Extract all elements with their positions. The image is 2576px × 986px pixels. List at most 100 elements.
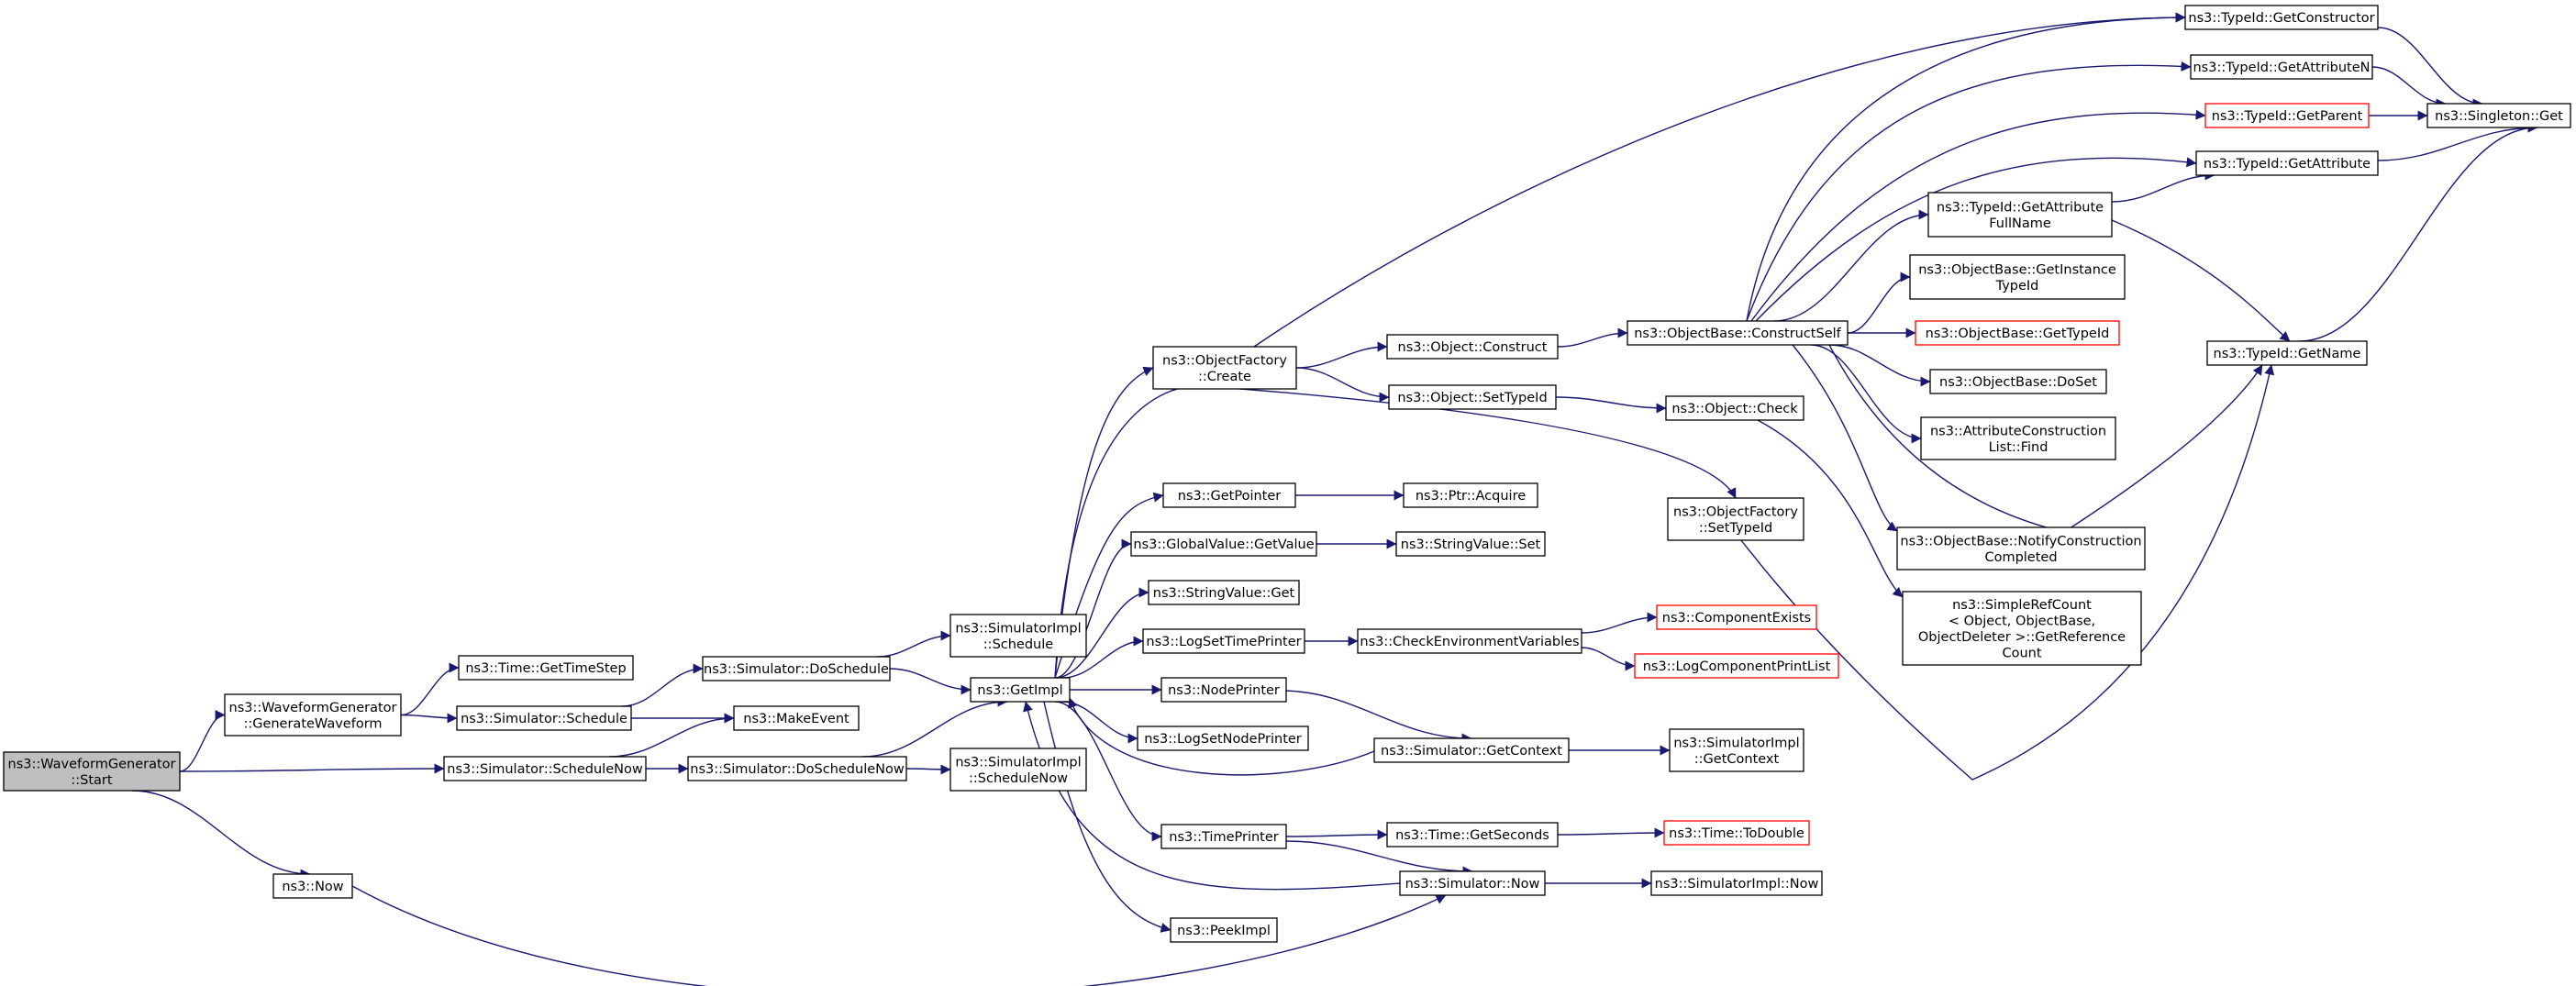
node-box[interactable] <box>1162 482 1296 508</box>
node-singletonGet[interactable]: ns3::Singleton::Get <box>2426 103 2571 128</box>
node-box[interactable] <box>1386 334 1559 360</box>
node-doSchedule[interactable]: ns3::Simulator::DoSchedule <box>702 656 891 681</box>
node-box[interactable] <box>2204 103 2370 128</box>
node-box[interactable] <box>2184 5 2379 30</box>
node-box[interactable] <box>1915 320 2120 346</box>
node-box[interactable] <box>733 705 860 731</box>
node-simGetContext[interactable]: ns3::Simulator::GetContext <box>1373 737 1570 763</box>
node-obDoSet[interactable]: ns3::ObjectBase::DoSet <box>1929 369 2107 394</box>
node-objConstruct[interactable]: ns3::Object::Construct <box>1386 334 1559 360</box>
node-box[interactable] <box>1152 346 1297 390</box>
node-objSetTypeId[interactable]: ns3::Object::SetTypeId <box>1388 384 1557 410</box>
node-tidGetParent[interactable]: ns3::TypeId::GetParent <box>2204 103 2370 128</box>
node-box[interactable] <box>1170 917 1278 943</box>
node-box[interactable] <box>2190 54 2373 80</box>
node-box[interactable] <box>1634 653 1839 679</box>
node-implGetContext[interactable]: ns3::SimulatorImpl::GetContext <box>1669 728 1804 772</box>
node-nodePrinter[interactable]: ns3::NodePrinter <box>1160 677 1287 703</box>
node-box[interactable] <box>1650 870 1823 896</box>
node-box[interactable] <box>458 655 634 681</box>
node-svGet[interactable]: ns3::StringValue::Get <box>1148 580 1300 605</box>
node-box[interactable] <box>2426 103 2571 128</box>
node-box[interactable] <box>687 756 907 781</box>
node-schedule[interactable]: ns3::Simulator::Schedule <box>456 705 632 731</box>
node-box[interactable] <box>1395 531 1546 557</box>
node-box[interactable] <box>1137 726 1309 751</box>
node-tidGetAttributeN[interactable]: ns3::TypeId::GetAttributeN <box>2190 54 2373 80</box>
node-box[interactable] <box>970 677 1071 703</box>
node-box[interactable] <box>1927 192 2113 238</box>
node-ofSetTypeId[interactable]: ns3::ObjectFactory::SetTypeId <box>1667 497 1804 541</box>
node-box[interactable] <box>1388 384 1557 410</box>
node-box[interactable] <box>1929 369 2107 394</box>
node-tidGetName[interactable]: ns3::TypeId::GetName <box>2206 340 2368 366</box>
node-box[interactable] <box>456 705 632 731</box>
node-box[interactable] <box>1142 628 1305 654</box>
node-componentExists[interactable]: ns3::ComponentExists <box>1656 604 1817 630</box>
node-logSetNodePrinter[interactable]: ns3::LogSetNodePrinter <box>1137 726 1309 751</box>
node-makeEvent[interactable]: ns3::MakeEvent <box>733 705 860 731</box>
node-box[interactable] <box>1130 531 1317 557</box>
node-timeToDouble[interactable]: ns3::Time::ToDouble <box>1663 820 1810 846</box>
node-svSet[interactable]: ns3::StringValue::Set <box>1395 531 1546 557</box>
node-box[interactable] <box>949 748 1087 792</box>
node-box[interactable] <box>1386 822 1559 848</box>
node-box[interactable] <box>1627 320 1849 346</box>
node-peekImpl[interactable]: ns3::PeekImpl <box>1170 917 1278 943</box>
node-box[interactable] <box>1669 728 1804 772</box>
node-box[interactable] <box>1896 526 2146 571</box>
node-box[interactable] <box>1909 254 2126 300</box>
node-obGetTypeId[interactable]: ns3::ObjectBase::GetTypeId <box>1915 320 2120 346</box>
node-constructSelf[interactable]: ns3::ObjectBase::ConstructSelf <box>1627 320 1849 346</box>
node-getTimeStep[interactable]: ns3::Time::GetTimeStep <box>458 655 634 681</box>
node-getImpl[interactable]: ns3::GetImpl <box>970 677 1071 703</box>
node-timePrinter[interactable]: ns3::TimePrinter <box>1160 824 1287 849</box>
node-doScheduleNow[interactable]: ns3::Simulator::DoScheduleNow <box>687 756 907 781</box>
node-box[interactable] <box>1667 497 1804 541</box>
node-box[interactable] <box>1920 416 2116 460</box>
node-implSchedule[interactable]: ns3::SimulatorImpl::Schedule <box>949 614 1087 658</box>
node-box[interactable] <box>1403 482 1538 508</box>
node-box[interactable] <box>272 873 353 899</box>
node-logSetTimePrinter[interactable]: ns3::LogSetTimePrinter <box>1142 628 1305 654</box>
node-checkEnv[interactable]: ns3::CheckEnvironmentVariables <box>1357 628 1582 654</box>
node-getPointer[interactable]: ns3::GetPointer <box>1162 482 1296 508</box>
node-implNow[interactable]: ns3::SimulatorImpl::Now <box>1650 870 1823 896</box>
node-box[interactable] <box>2206 340 2368 366</box>
node-obNotifyConstruction[interactable]: ns3::ObjectBase::NotifyConstructionCompl… <box>1896 526 2146 571</box>
node-box[interactable] <box>224 693 402 737</box>
node-generateWaveform[interactable]: ns3::WaveformGenerator::GenerateWaveform <box>224 693 402 737</box>
node-box[interactable] <box>1373 737 1570 763</box>
node-box[interactable] <box>1357 628 1582 654</box>
node-simNow[interactable]: ns3::Simulator::Now <box>1399 870 1546 896</box>
node-start[interactable]: ns3::WaveformGenerator::Start <box>3 751 181 792</box>
node-implScheduleNow[interactable]: ns3::SimulatorImpl::ScheduleNow <box>949 748 1087 792</box>
node-box[interactable] <box>949 614 1087 658</box>
node-box[interactable] <box>1160 824 1287 849</box>
node-tidGetAttribute[interactable]: ns3::TypeId::GetAttribute <box>2195 150 2379 176</box>
node-ofCreate[interactable]: ns3::ObjectFactory::Create <box>1152 346 1297 390</box>
node-box[interactable] <box>1160 677 1287 703</box>
node-box[interactable] <box>1665 395 1804 421</box>
node-box[interactable] <box>1663 820 1810 846</box>
node-ptrAcquire[interactable]: ns3::Ptr::Acquire <box>1403 482 1538 508</box>
node-box[interactable] <box>1656 604 1817 630</box>
node-now[interactable]: ns3::Now <box>272 873 353 899</box>
node-box[interactable] <box>3 751 181 792</box>
node-scheduleNow[interactable]: ns3::Simulator::ScheduleNow <box>443 756 647 781</box>
node-simpleRefCount[interactable]: ns3::SimpleRefCount< Object, ObjectBase,… <box>1902 591 2142 666</box>
node-box[interactable] <box>1148 580 1300 605</box>
node-box[interactable] <box>1902 591 2142 666</box>
node-box[interactable] <box>443 756 647 781</box>
node-box[interactable] <box>1399 870 1546 896</box>
node-tidGetConstructor[interactable]: ns3::TypeId::GetConstructor <box>2184 5 2379 30</box>
node-gvGetValue[interactable]: ns3::GlobalValue::GetValue <box>1130 531 1317 557</box>
node-objCheck[interactable]: ns3::Object::Check <box>1665 395 1804 421</box>
node-box[interactable] <box>702 656 891 681</box>
node-box[interactable] <box>2195 150 2379 176</box>
node-logComponentPrintList[interactable]: ns3::LogComponentPrintList <box>1634 653 1839 679</box>
node-timeGetSeconds[interactable]: ns3::Time::GetSeconds <box>1386 822 1559 848</box>
